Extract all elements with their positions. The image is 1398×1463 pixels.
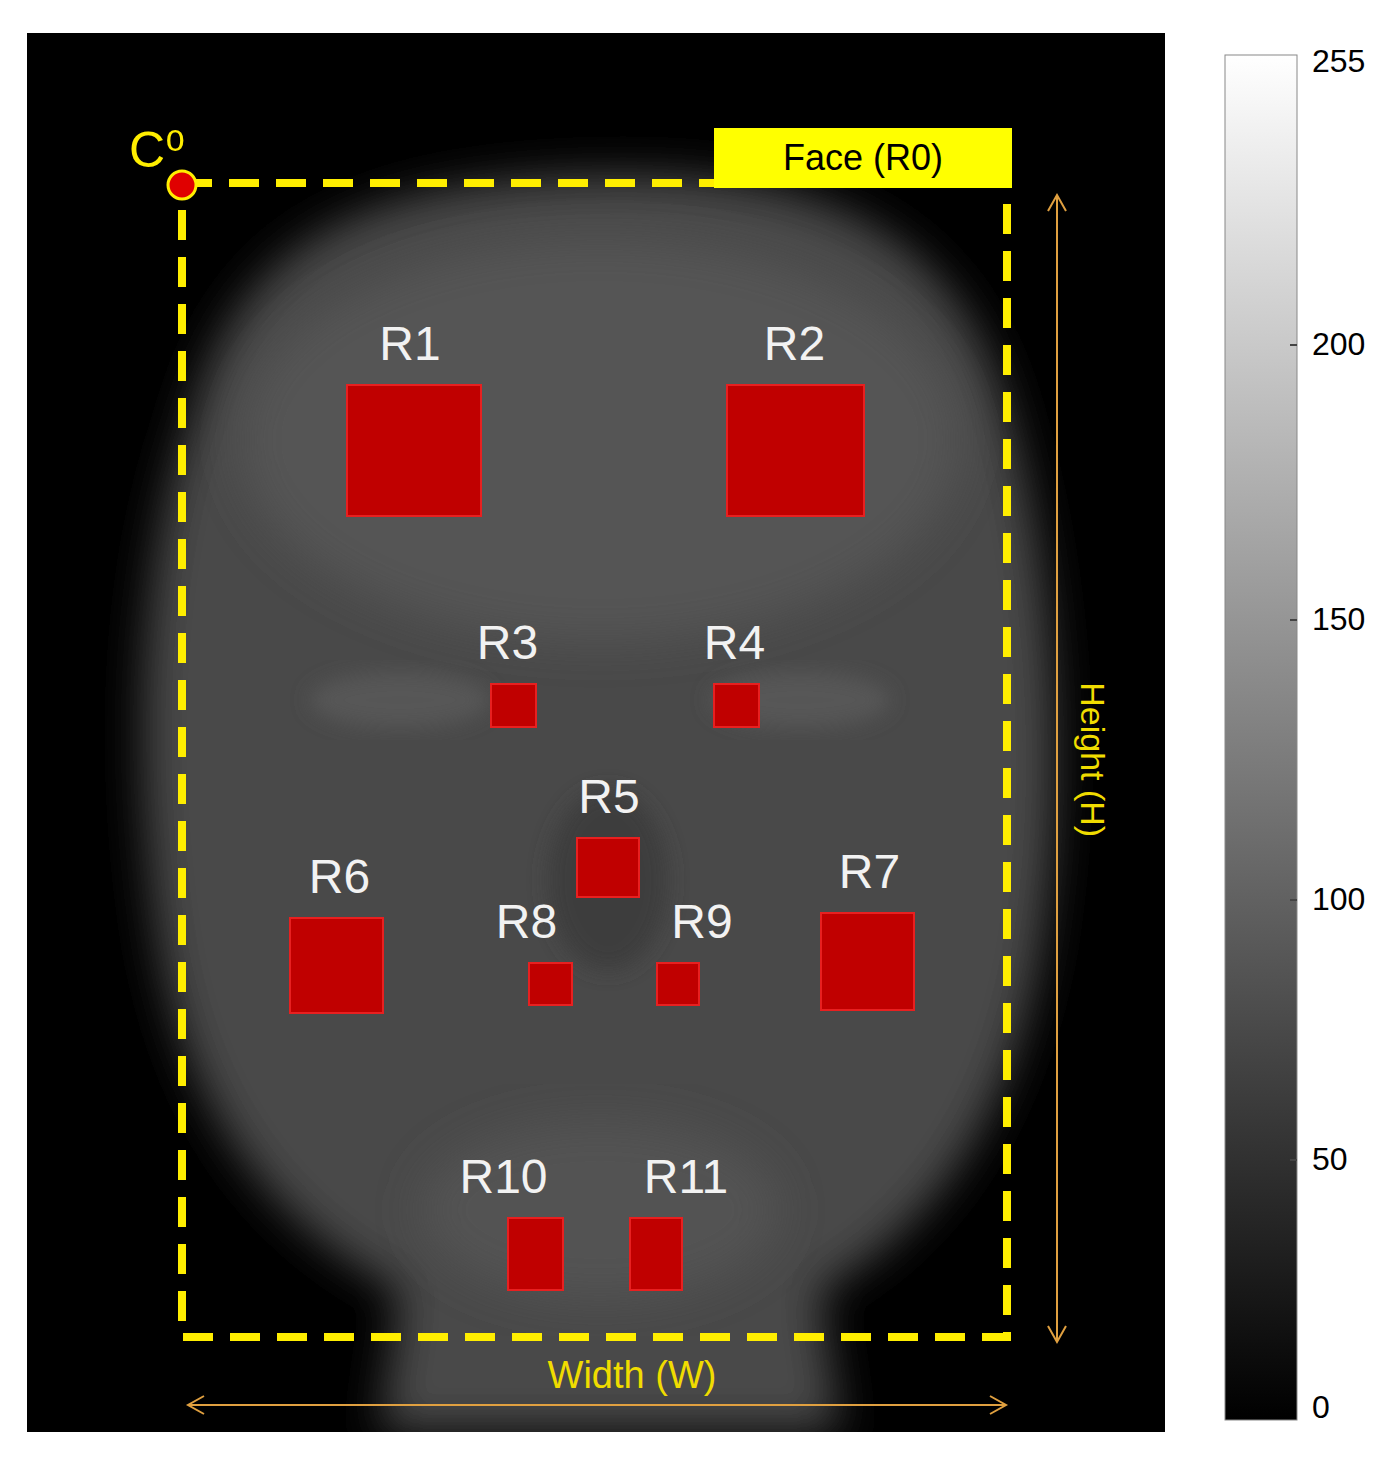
roi-label: R9 (671, 898, 732, 946)
roi-square: R8 (528, 962, 573, 1006)
colorbar-tick: 150 (1312, 602, 1365, 637)
roi-label: R7 (839, 848, 900, 896)
colorbar (1225, 55, 1297, 1420)
chin-warm (420, 1120, 780, 1300)
colorbar-ticks (1290, 345, 1297, 1160)
dimension-label: Width (W) (548, 1355, 717, 1397)
roi-label: R10 (459, 1153, 547, 1201)
eye-warm (310, 672, 490, 728)
roi-label: R2 (764, 320, 825, 368)
colorbar-tick: 200 (1312, 327, 1365, 362)
corner-point (162, 165, 202, 205)
roi-label: R1 (379, 320, 440, 368)
roi-square: R10 (507, 1217, 564, 1291)
dashed-outline (177, 178, 1012, 1342)
roi-square: R2 (726, 384, 865, 517)
face-silhouette (143, 175, 1054, 1432)
colorbar-tick: 100 (1312, 882, 1365, 917)
roi-label: R11 (644, 1153, 729, 1201)
dashed-rect (182, 183, 1007, 1337)
roi-label: R8 (496, 898, 557, 946)
roi-label: R6 (309, 853, 370, 901)
roi-label: R4 (704, 619, 765, 667)
image-ground (27, 33, 1165, 1432)
face-region: Face (R0)R1R2R3R4R5R6R8R9R7R10R11 (182, 183, 1007, 1337)
roi-square: R11 (629, 1217, 683, 1291)
region-tag: Face (R0) (714, 128, 1012, 188)
colorbar-tick: 50 (1312, 1142, 1348, 1177)
region-title: Face (R0) (714, 128, 1012, 188)
roi-square: R4 (713, 683, 760, 728)
roi-label: R3 (477, 619, 538, 667)
colorbar-tick: 255 (1312, 44, 1365, 79)
roi-square: R9 (656, 962, 700, 1006)
roi-label: R5 (578, 773, 639, 821)
corner-dot (168, 171, 196, 199)
roi-square: R6 (289, 917, 384, 1014)
colorbar-tick: 0 (1312, 1390, 1330, 1425)
dimension-label: Height (H) (1073, 683, 1110, 838)
roi-square: R7 (820, 912, 915, 1011)
roi-square: R3 (490, 683, 537, 728)
forehead-warm (240, 240, 960, 640)
roi-square: R5 (576, 837, 640, 898)
corner-label: C⁰ (129, 123, 185, 178)
roi-square: R1 (346, 384, 482, 517)
dimension-arrows (188, 195, 1066, 1414)
eye-warm (710, 672, 890, 728)
